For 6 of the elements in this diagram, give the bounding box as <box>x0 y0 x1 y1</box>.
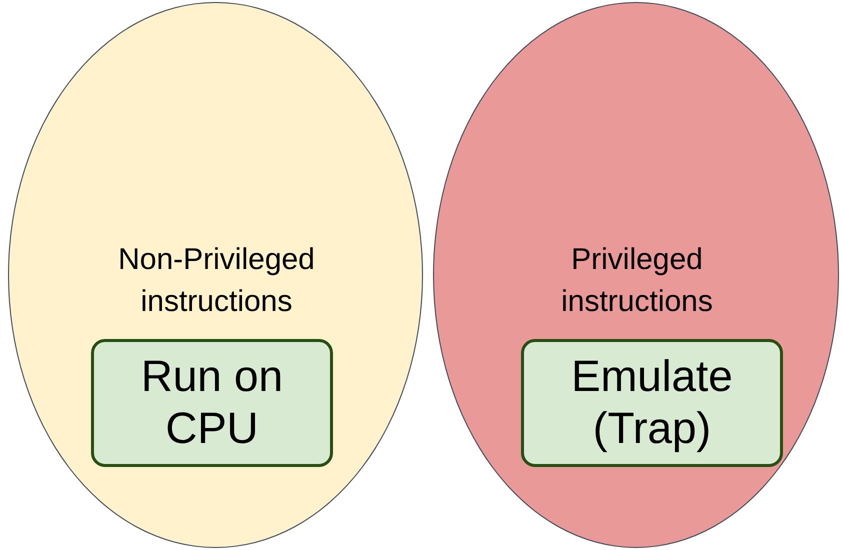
set-label: Non-Privileged instructions <box>117 242 316 320</box>
action-label: Emulate (Trap) <box>570 351 734 455</box>
action-box <box>521 339 783 467</box>
set-label: Privileged instructions <box>560 242 714 320</box>
action-label: Run on CPU <box>140 351 284 455</box>
action-box <box>91 339 333 467</box>
